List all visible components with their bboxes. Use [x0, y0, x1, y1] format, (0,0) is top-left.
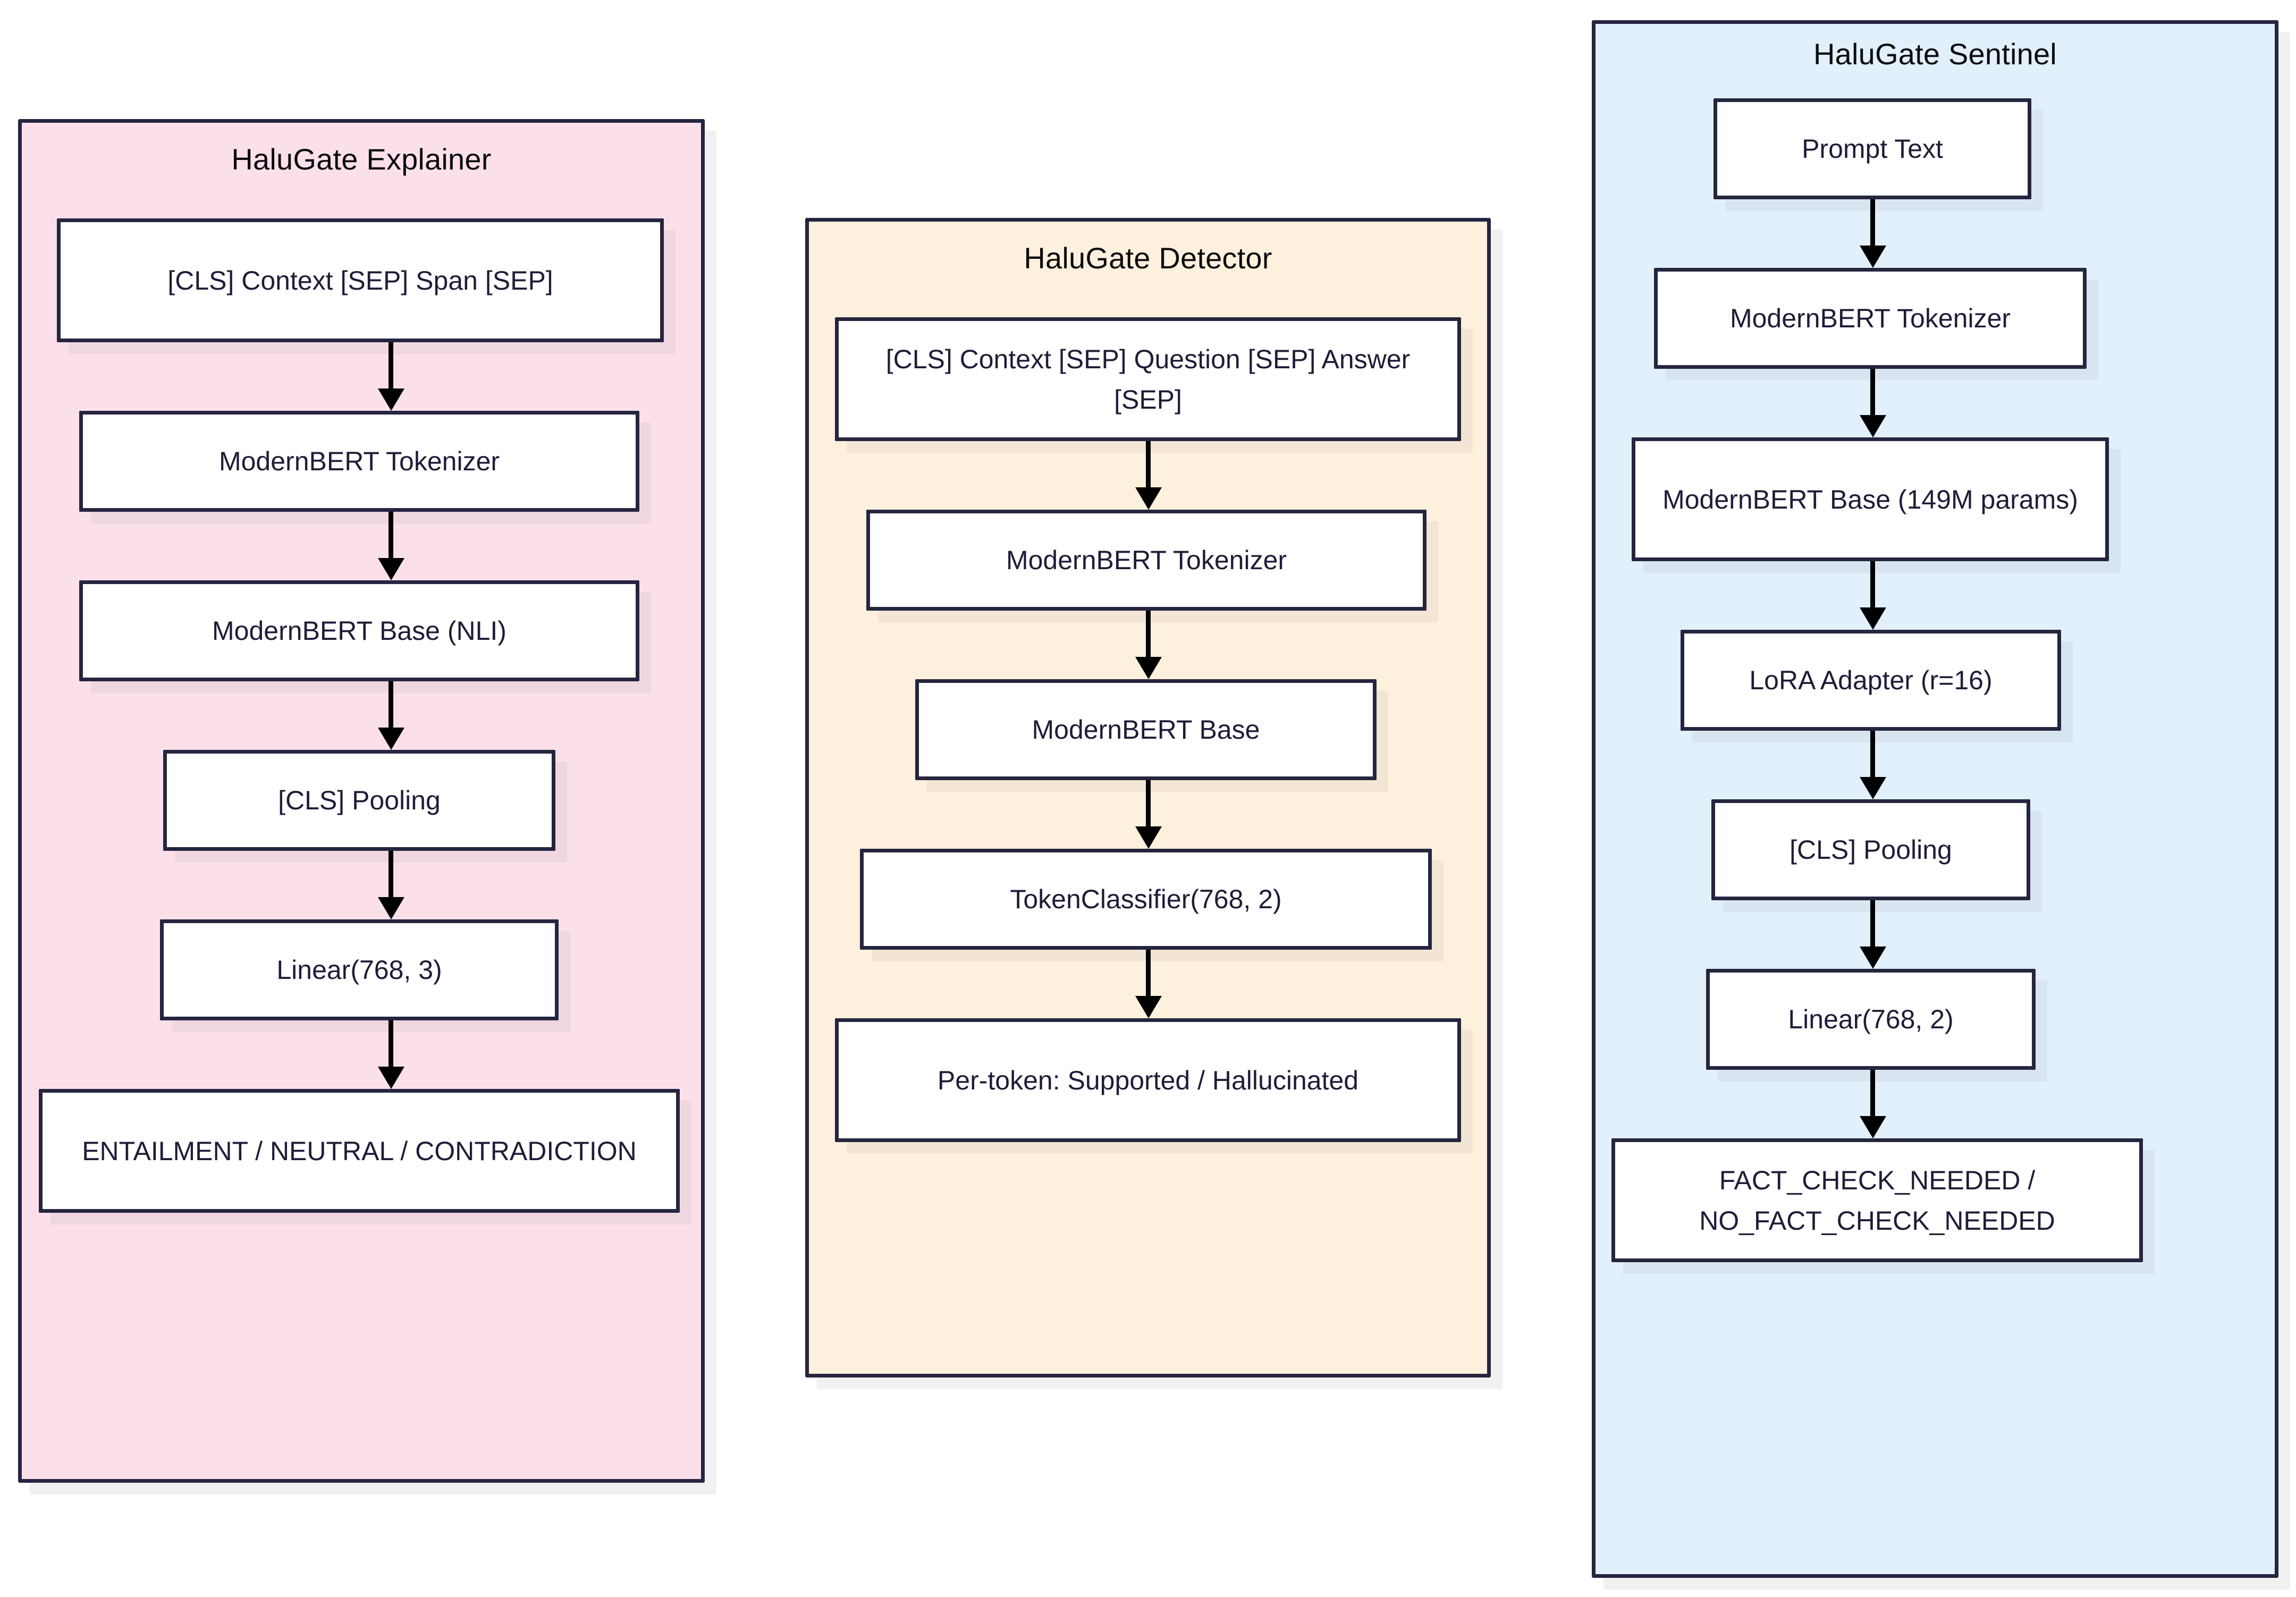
node-det-output[interactable]: Per-token: Supported / Hallucinated: [835, 1018, 1461, 1142]
node-sen-pooling[interactable]: [CLS] Pooling: [1711, 799, 2030, 900]
edge-exp-input-to-tokenizer: [389, 342, 393, 390]
node-label: ModernBERT Base: [1032, 715, 1260, 745]
node-label: Linear(768, 3): [276, 955, 442, 985]
node-label: [CLS] Context [SEP] Question [SEP] Answe…: [885, 344, 1411, 415]
edge-det-input-to-tokenizer: [1146, 441, 1151, 488]
node-det-input[interactable]: [CLS] Context [SEP] Question [SEP] Answe…: [835, 317, 1461, 441]
node-label: Per-token: Supported / Hallucinated: [937, 1065, 1359, 1095]
node-exp-linear[interactable]: Linear(768, 3): [160, 919, 559, 1020]
node-label: ModernBERT Base (NLI): [212, 616, 507, 646]
node-sen-lora[interactable]: LoRA Adapter (r=16): [1681, 630, 2061, 731]
node-label: Linear(768, 2): [1788, 1004, 1954, 1034]
node-sen-base[interactable]: ModernBERT Base (149M params): [1632, 437, 2109, 561]
edge-exp-tokenizer-to-base: [389, 512, 393, 559]
edge-det-classifier-to-output: [1146, 950, 1151, 997]
node-exp-tokenizer[interactable]: ModernBERT Tokenizer: [79, 411, 639, 512]
node-exp-output[interactable]: ENTAILMENT / NEUTRAL / CONTRADICTION: [39, 1089, 680, 1213]
edge-exp-linear-to-output: [389, 1020, 393, 1068]
node-label: [CLS] Pooling: [278, 785, 441, 815]
node-sen-tokenizer[interactable]: ModernBERT Tokenizer: [1654, 268, 2087, 369]
node-label: FACT_CHECK_NEEDED / NO_FACT_CHECK_NEEDED: [1699, 1165, 2055, 1236]
node-exp-input[interactable]: [CLS] Context [SEP] Span [SEP]: [57, 218, 664, 342]
edge-det-tokenizer-to-base: [1146, 611, 1151, 658]
subgraph-halugate-sentinel: HaluGate Sentinel Prompt Text ModernBERT…: [1592, 20, 2278, 1578]
node-label: ModernBERT Tokenizer: [218, 446, 500, 476]
edge-det-base-to-classifier: [1146, 780, 1151, 827]
node-label: ENTAILMENT / NEUTRAL / CONTRADICTION: [82, 1136, 637, 1166]
subgraph-halugate-explainer: HaluGate Explainer [CLS] Context [SEP] S…: [18, 119, 705, 1483]
node-det-base[interactable]: ModernBERT Base: [915, 679, 1377, 780]
node-exp-base[interactable]: ModernBERT Base (NLI): [79, 580, 639, 681]
node-label: Prompt Text: [1802, 134, 1943, 164]
node-sen-linear[interactable]: Linear(768, 2): [1706, 969, 2036, 1070]
node-label: LoRA Adapter (r=16): [1749, 665, 1993, 695]
edge-sen-tokenizer-to-base: [1870, 369, 1875, 416]
edge-exp-base-to-pooling: [389, 681, 393, 729]
subgraph-halugate-detector: HaluGate Detector [CLS] Context [SEP] Qu…: [805, 218, 1491, 1378]
node-label: [CLS] Context [SEP] Span [SEP]: [167, 265, 553, 295]
node-label: ModernBERT Tokenizer: [1729, 303, 2011, 333]
subgraph-title-detector: HaluGate Detector: [1024, 241, 1272, 275]
edge-sen-linear-to-output: [1870, 1070, 1875, 1117]
node-sen-prompt[interactable]: Prompt Text: [1713, 98, 2031, 199]
edge-exp-pooling-to-linear: [389, 851, 393, 898]
node-det-classifier[interactable]: TokenClassifier(768, 2): [860, 849, 1432, 950]
node-label: TokenClassifier(768, 2): [1010, 884, 1282, 914]
subgraph-title-explainer: HaluGate Explainer: [231, 142, 492, 176]
node-label: [CLS] Pooling: [1789, 835, 1952, 865]
node-label: ModernBERT Base (149M params): [1662, 484, 2078, 514]
node-det-tokenizer[interactable]: ModernBERT Tokenizer: [866, 510, 1426, 611]
subgraph-title-sentinel: HaluGate Sentinel: [1813, 37, 2057, 71]
edge-sen-prompt-to-tokenizer: [1870, 199, 1875, 247]
edge-sen-base-to-lora: [1870, 561, 1875, 609]
node-sen-output[interactable]: FACT_CHECK_NEEDED / NO_FACT_CHECK_NEEDED: [1611, 1138, 2143, 1262]
node-label: ModernBERT Tokenizer: [1006, 545, 1287, 575]
edge-sen-lora-to-pooling: [1870, 731, 1875, 778]
edge-sen-pooling-to-linear: [1870, 900, 1875, 948]
node-exp-pooling[interactable]: [CLS] Pooling: [163, 750, 555, 851]
